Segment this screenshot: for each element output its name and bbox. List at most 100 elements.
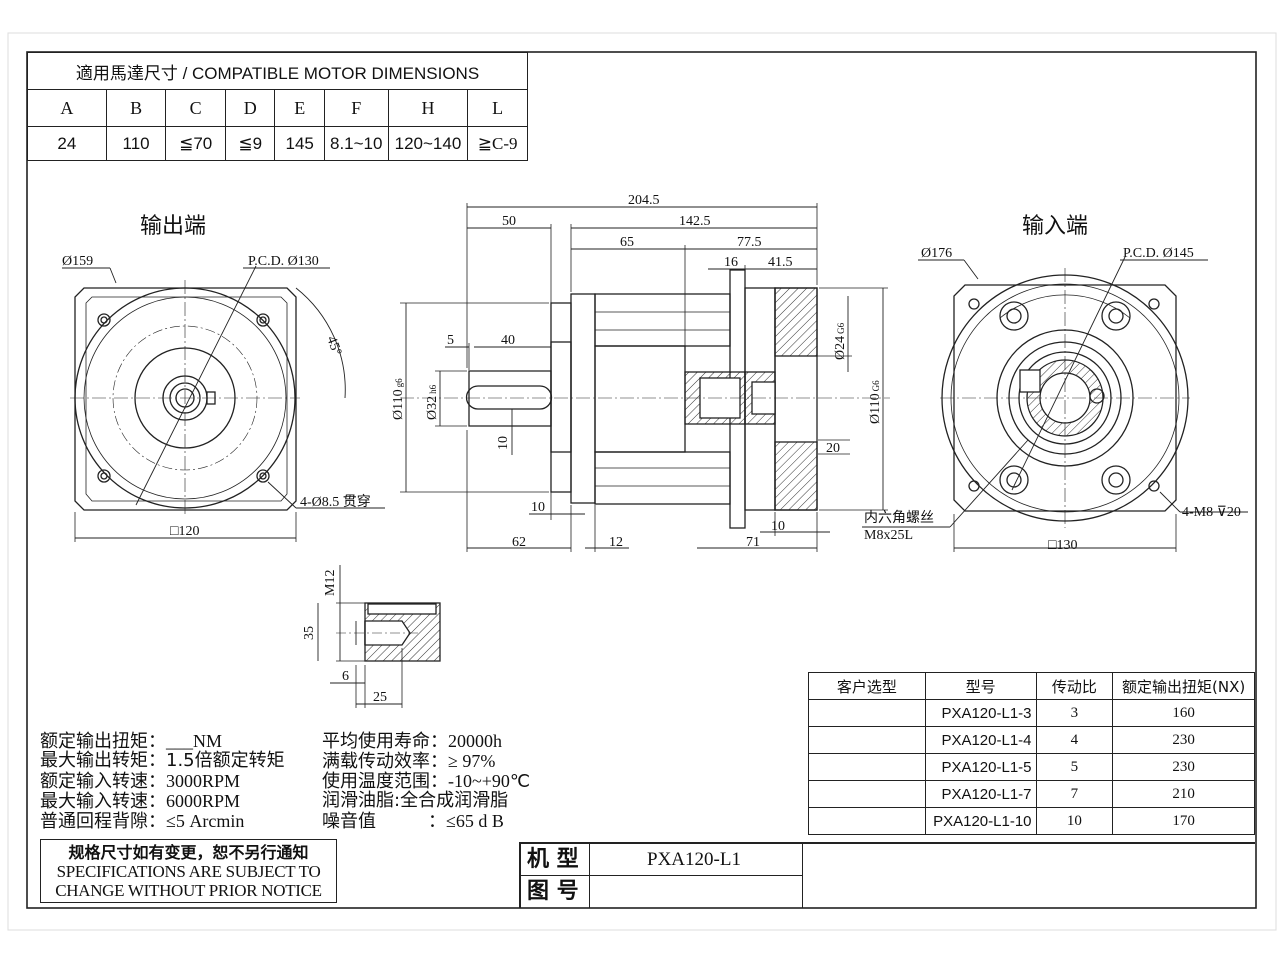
model-cell: PXA120-L1-7 — [924, 780, 1037, 808]
dim-out-holes: 4-Ø8.5 贯穿 — [300, 494, 371, 510]
spec-row: 润滑油脂:全合成润滑脂 — [322, 790, 509, 811]
dim-in-holes: 4-M8 ⊽20 — [1182, 505, 1241, 520]
model-cell: PXA120-L1-3 — [924, 699, 1037, 727]
table-row: PXA120-L1-5 5 230 — [808, 753, 1255, 781]
dim-dia-110G6: Ø110G6 — [868, 380, 883, 424]
dim-len-total: 204.5 — [628, 193, 660, 208]
side-section-view — [400, 203, 890, 552]
dims-header: C — [165, 89, 226, 127]
dim-in-dia: Ø176 — [921, 246, 952, 261]
dims-header: D — [224, 89, 276, 127]
torque-cell: 230 — [1112, 726, 1255, 754]
table-row: PXA120-L1-10 10 170 — [808, 807, 1255, 835]
customer-cell[interactable] — [808, 780, 926, 808]
table-row: PXA120-L1-3 3 160 — [808, 699, 1255, 727]
sheet-border — [7, 32, 1277, 931]
drawing-number-label: 图 号 — [527, 879, 579, 904]
dims-header: H — [387, 89, 469, 127]
dim-len-16: 16 — [724, 255, 738, 270]
dims-table-title: 適用馬達尺寸 / COMPATIBLE MOTOR DIMENSIONS — [27, 52, 528, 90]
notice-en-line1: SPECIFICATIONS ARE SUBJECT TO — [56, 862, 321, 881]
detail-35: 35 — [302, 626, 317, 640]
spec-row: 最大输入转速：6000RPM — [40, 791, 241, 812]
torque-cell: 170 — [1112, 807, 1255, 835]
input-end-view — [862, 256, 1248, 552]
notice-en-line2: CHANGE WITHOUT PRIOR NOTICE — [55, 881, 322, 900]
dim-len-71: 71 — [746, 535, 760, 550]
dim-len-62: 62 — [512, 535, 526, 550]
customer-cell[interactable] — [808, 699, 926, 727]
spec-row: 最大输出转矩：1.5倍额定转矩 — [40, 750, 285, 771]
dims-value: ≧C-9 — [467, 126, 528, 161]
table-row: PXA120-L1-4 4 230 — [808, 726, 1255, 754]
dims-value: 145 — [274, 126, 325, 161]
notice-zh: 规格尺寸如有变更，恕不另行通知 — [68, 843, 309, 862]
dim-in-square: □130 — [1048, 538, 1077, 553]
dims-header: B — [105, 89, 167, 127]
dim-len-50: 50 — [502, 214, 516, 229]
dim-len-10-a: 10 — [531, 500, 545, 515]
dims-value: 8.1~10 — [323, 126, 389, 161]
ratio-cell: 3 — [1035, 699, 1114, 727]
drawing-frame — [26, 51, 1257, 909]
dims-value: 24 — [27, 126, 107, 161]
dims-value: 120~140 — [387, 126, 469, 161]
dim-len-5: 5 — [447, 333, 454, 348]
customer-cell[interactable] — [808, 726, 926, 754]
dim-len-415: 41.5 — [768, 255, 793, 270]
dim-in-pcd: P.C.D. Ø145 — [1123, 246, 1194, 261]
spec-row: 额定输入转速：3000RPM — [40, 771, 241, 792]
spec-row: 使用温度范围：-10~+90℃ — [322, 771, 531, 792]
spec-row: 额定输出扭矩：___NM — [40, 731, 223, 752]
dim-len-20: 20 — [826, 441, 840, 456]
dim-out-square: □120 — [170, 524, 199, 539]
change-notice-box: 规格尺寸如有变更，恕不另行通知 SPECIFICATIONS ARE SUBJE… — [40, 839, 337, 903]
ratio-cell: 4 — [1035, 726, 1114, 754]
dimension-labels: 输出端 输入端 Ø159 P.C.D. Ø130 45° 4-Ø8.5 贯穿 □… — [62, 193, 1241, 705]
dim-len-10-b: 10 — [771, 519, 785, 534]
model-header: 额定输出扭矩(NX) — [1112, 672, 1255, 700]
customer-cell[interactable] — [808, 753, 926, 781]
dim-len-10-key: 10 — [496, 436, 511, 450]
label-input-end: 输入端 — [1022, 213, 1088, 238]
detail-m12: M12 — [323, 570, 338, 596]
shaft-detail-view — [317, 565, 441, 708]
dim-dia-24G6: Ø24G6 — [833, 322, 848, 360]
dim-out-dia: Ø159 — [62, 254, 93, 269]
output-end-view — [62, 265, 385, 542]
dim-dia-32h6: Ø32h6 — [425, 384, 440, 420]
dim-len-12: 12 — [609, 535, 623, 550]
dim-len-40: 40 — [501, 333, 515, 348]
spec-row: 平均使用寿命：20000h — [322, 731, 502, 752]
detail-6: 6 — [342, 669, 349, 684]
dims-header: F — [323, 89, 389, 127]
dims-value: ≦9 — [224, 126, 276, 161]
ratio-cell: 7 — [1035, 780, 1114, 808]
spec-row: 普通回程背隙：≤5 Arcmin — [40, 811, 245, 832]
compatible-motor-dimensions-table: 適用馬達尺寸 / COMPATIBLE MOTOR DIMENSIONS A B… — [27, 52, 528, 161]
dim-in-screw: M8x25L — [864, 528, 913, 543]
dim-out-pcd: P.C.D. Ø130 — [248, 254, 319, 269]
title-block: 机 型 PXA120-L1 图 号 — [519, 842, 1255, 908]
model-header: 传动比 — [1035, 672, 1114, 700]
dims-header: A — [27, 89, 107, 127]
dim-len-65: 65 — [620, 235, 634, 250]
dim-in-screw-zh: 内六角螺丝 — [864, 510, 934, 526]
ratio-cell: 10 — [1035, 807, 1114, 835]
model-cell: PXA120-L1-4 — [924, 726, 1037, 754]
model-label: 机 型 — [527, 847, 579, 872]
drawing-number-value[interactable] — [599, 882, 794, 904]
spec-row: 满载传动效率：≥ 97% — [322, 751, 496, 772]
dims-header: E — [274, 89, 325, 127]
model-cell: PXA120-L1-5 — [924, 753, 1037, 781]
model-selection-table: 客户选型 型号 传动比 额定输出扭矩(NX) PXA120-L1-3 3 160… — [808, 672, 1255, 835]
dims-value: ≦70 — [165, 126, 226, 161]
detail-25: 25 — [373, 690, 387, 705]
torque-cell: 160 — [1112, 699, 1255, 727]
spec-row: 噪音值：≤65 d B — [322, 811, 504, 832]
dim-out-angle: 45° — [323, 334, 344, 358]
model-cell: PXA120-L1-10 — [924, 807, 1037, 835]
customer-cell[interactable] — [808, 807, 926, 835]
label-output-end: 输出端 — [140, 213, 206, 238]
